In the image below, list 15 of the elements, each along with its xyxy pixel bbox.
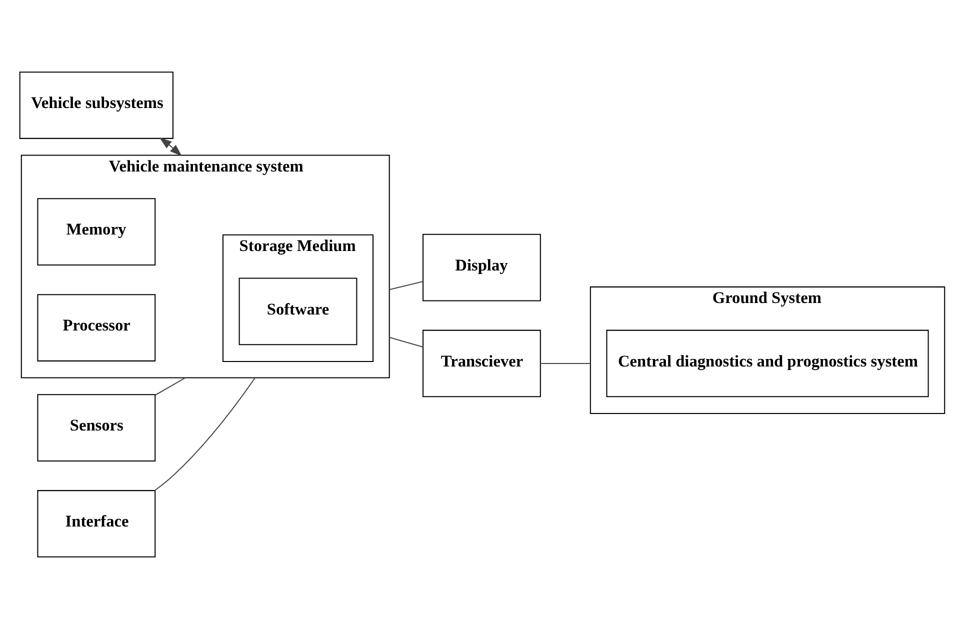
connector <box>388 281 423 290</box>
arrow <box>158 138 182 156</box>
node-box: Interface <box>36 490 156 558</box>
node-box: Software <box>238 278 357 346</box>
connector <box>154 378 255 491</box>
node-box: Sensors <box>36 394 156 462</box>
connector <box>540 362 590 364</box>
node-box: Processor <box>36 294 156 362</box>
connector <box>154 377 185 396</box>
node-box: Memory <box>36 198 156 266</box>
node-box: Transciever <box>422 330 540 398</box>
node-box: Vehicle subsystems <box>18 72 173 139</box>
node-box: Display <box>422 234 540 302</box>
node-box: Central diagnostics and prognostics system <box>606 330 928 398</box>
connector <box>388 336 423 348</box>
